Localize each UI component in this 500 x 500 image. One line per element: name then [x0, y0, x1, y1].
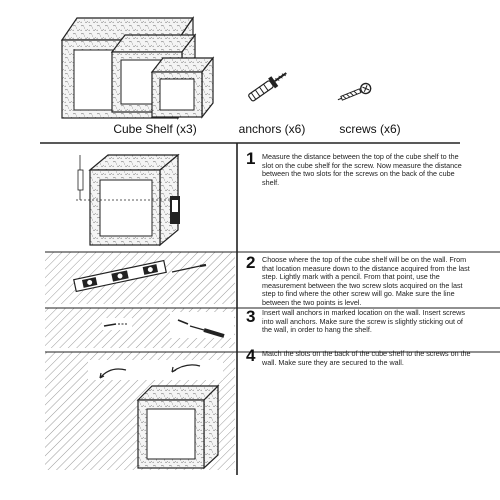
step-text: Choose where the top of the cube shelf w… [262, 255, 470, 307]
step3-illustration [45, 307, 500, 348]
step4-illustration [45, 351, 500, 470]
step-number: 4 [246, 346, 256, 365]
part-label-anchors: anchors (x6) [238, 122, 306, 136]
step2-illustration [45, 251, 500, 304]
step-text: Measure the distance between the top of … [262, 152, 462, 187]
step-number: 1 [246, 149, 256, 168]
cube-shelves-icon [60, 16, 215, 121]
part-label-screws: screws (x6) [339, 122, 401, 136]
step-text: Insert wall anchors in marked location o… [262, 308, 465, 335]
step-number: 2 [246, 253, 256, 272]
wall-anchor-icon [248, 72, 287, 102]
step-number: 3 [246, 307, 256, 326]
step-text: Match the slots on the back of the cube … [262, 349, 471, 367]
step1-illustration [76, 153, 180, 247]
part-label-cube-shelf: Cube Shelf (x3) [113, 122, 197, 136]
screw-icon [337, 82, 372, 101]
